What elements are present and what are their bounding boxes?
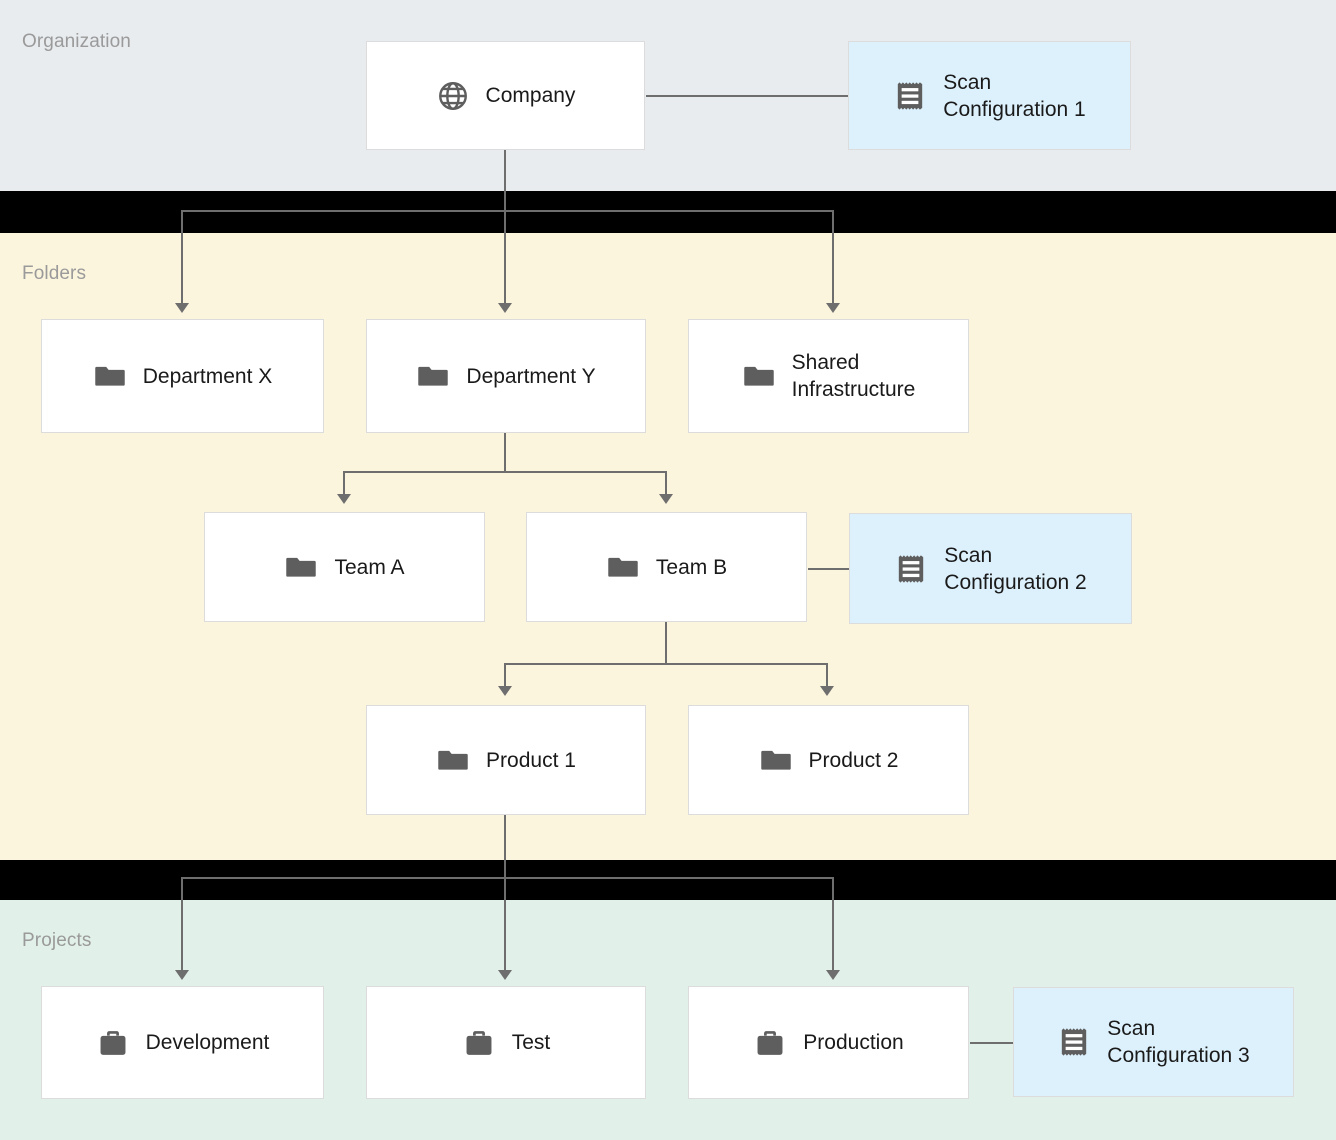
section-label-organization: Organization — [22, 31, 131, 52]
node-production[interactable]: Production — [688, 986, 969, 1099]
node-product-1[interactable]: Product 1 — [366, 705, 646, 815]
edge-drop-team-b — [665, 471, 667, 494]
edge-drop-department-y — [504, 210, 506, 303]
node-label: Company — [485, 84, 576, 107]
edge-drop-team-a — [343, 471, 345, 494]
receipt-icon — [1057, 1025, 1091, 1059]
edge-drop-shared-infrastructure — [832, 210, 834, 303]
node-label: Shared Infrastructure — [791, 351, 916, 401]
node-company[interactable]: Company — [366, 41, 645, 150]
edge-teams-bus — [344, 471, 666, 473]
node-development[interactable]: Development — [41, 986, 324, 1099]
arrowhead-department-y — [498, 303, 512, 313]
edge-company-to-scan-config-1 — [646, 95, 848, 97]
arrowhead-department-x — [175, 303, 189, 313]
edge-department-y-stem — [504, 430, 506, 472]
edge-drop-development — [181, 877, 183, 970]
edge-team-b-stem — [665, 621, 667, 664]
node-scan-config-2[interactable]: Scan Configuration 2 — [849, 513, 1132, 624]
section-label-folders: Folders — [22, 263, 87, 284]
node-scan-config-1[interactable]: Scan Configuration 1 — [848, 41, 1131, 150]
arrowhead-test — [498, 970, 512, 980]
edge-team-b-to-scan-config-2 — [808, 568, 850, 570]
arrowhead-development — [175, 970, 189, 980]
node-label: Team A — [334, 555, 405, 579]
edge-products-bus — [504, 663, 828, 665]
arrowhead-product-1 — [498, 686, 512, 696]
node-department-x[interactable]: Department X — [41, 319, 324, 433]
arrowhead-team-b — [659, 494, 673, 504]
node-label: Product 2 — [808, 748, 899, 772]
node-label: Product 1 — [486, 748, 576, 772]
node-label: Production — [803, 1031, 904, 1054]
node-scan-config-3[interactable]: Scan Configuration 3 — [1013, 987, 1294, 1097]
node-department-y[interactable]: Department Y — [366, 319, 646, 433]
briefcase-icon — [462, 1026, 496, 1060]
globe-icon — [436, 79, 470, 113]
folder-icon — [759, 743, 793, 777]
edge-drop-test — [504, 877, 506, 970]
edge-company-stem — [504, 149, 506, 211]
briefcase-icon — [753, 1026, 787, 1060]
node-team-b[interactable]: Team B — [526, 512, 807, 622]
receipt-icon — [893, 79, 927, 113]
edge-product-1-stem — [504, 814, 506, 878]
folder-icon — [436, 743, 470, 777]
node-test[interactable]: Test — [366, 986, 646, 1099]
arrowhead-team-a — [337, 494, 351, 504]
edge-projects-bus — [182, 877, 834, 879]
edge-drop-department-x — [181, 210, 183, 303]
node-shared-infrastructure[interactable]: Shared Infrastructure — [688, 319, 969, 433]
folder-icon — [284, 550, 318, 584]
folder-icon — [416, 359, 450, 393]
arrowhead-product-2 — [820, 686, 834, 696]
edge-drop-product-1 — [504, 663, 506, 686]
folder-icon — [93, 359, 127, 393]
edge-production-to-scan-config-3 — [970, 1042, 1014, 1044]
edge-drop-production — [832, 877, 834, 970]
node-label: Department Y — [466, 364, 596, 388]
folder-icon — [606, 550, 640, 584]
section-label-projects: Projects — [22, 930, 92, 951]
edge-drop-product-2 — [826, 663, 828, 686]
node-product-2[interactable]: Product 2 — [688, 705, 969, 815]
node-label: Department X — [142, 364, 273, 388]
node-label: Team B — [655, 555, 728, 579]
arrowhead-production — [826, 970, 840, 980]
briefcase-icon — [96, 1026, 130, 1060]
arrowhead-shared-infrastructure — [826, 303, 840, 313]
receipt-icon — [894, 552, 928, 586]
edge-folders-bus — [182, 210, 834, 212]
node-team-a[interactable]: Team A — [204, 512, 485, 622]
node-label: Scan Configuration 1 — [943, 70, 1086, 121]
node-label: Scan Configuration 3 — [1107, 1017, 1250, 1067]
node-label: Test — [511, 1031, 551, 1054]
node-label: Scan Configuration 2 — [944, 543, 1087, 594]
folder-icon — [742, 359, 776, 393]
node-label: Development — [145, 1031, 270, 1054]
